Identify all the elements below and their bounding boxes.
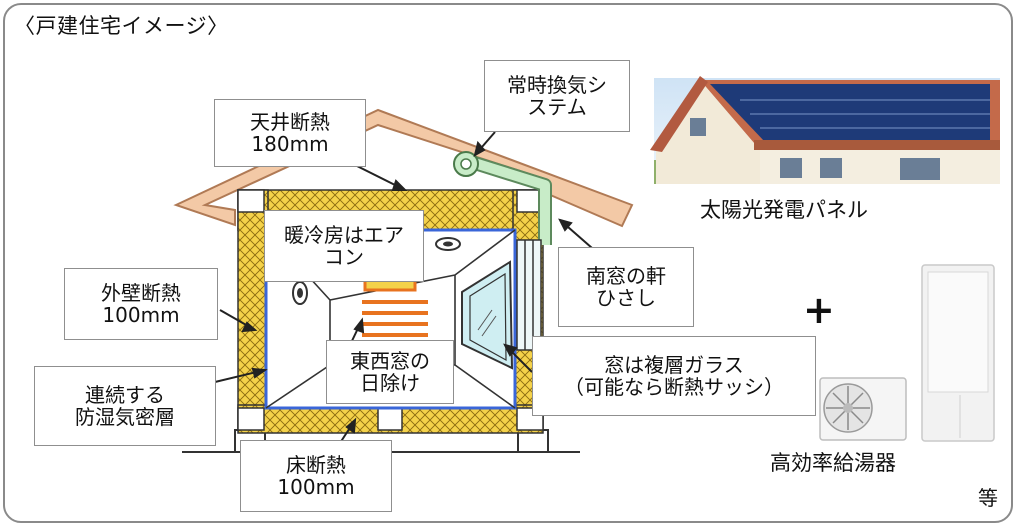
label-window-glass: 窓は複層ガラス（可能なら断熱サッシ） — [532, 336, 816, 416]
eave-slats — [517, 240, 541, 350]
water-heater-caption: 高効率給湯器 — [770, 447, 896, 477]
solar-house-image — [650, 76, 1000, 184]
label-sunshade: 東西窓の日除け — [326, 340, 454, 404]
label-aircon: 暖冷房はエアコン — [264, 210, 424, 282]
solar-panel-caption: 太陽光発電パネル — [700, 194, 868, 224]
etc-mark: 等 — [978, 482, 998, 511]
label-ventilation-system: 常時換気システム — [484, 60, 630, 132]
label-vapor-barrier: 連続する防湿気密層 — [34, 366, 216, 446]
water-heater-image — [820, 265, 994, 441]
label-eaves: 南窓の軒ひさし — [558, 247, 694, 327]
plus-sign: + — [803, 288, 835, 332]
